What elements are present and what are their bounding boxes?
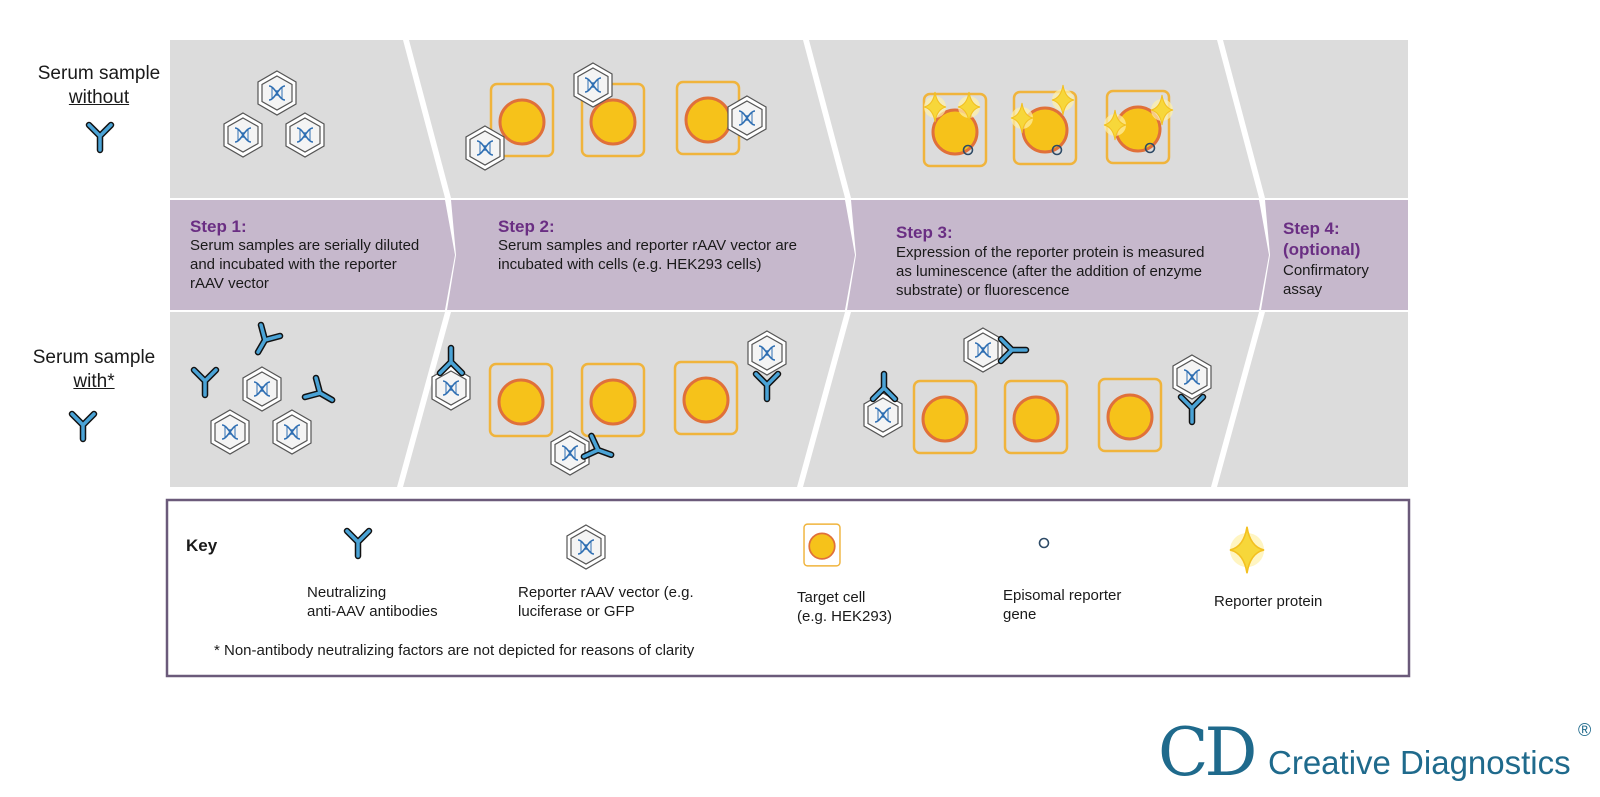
key-line: Target cell	[797, 589, 866, 606]
step4-title: Step 4: (optional)	[1283, 218, 1360, 260]
step1-title: Step 1:	[190, 217, 247, 236]
step3-text: Expression of the reporter protein is me…	[896, 243, 1256, 300]
key-line: Episomal reporter	[1003, 587, 1122, 604]
panel-step4-top	[1223, 40, 1408, 198]
key-line: anti-AAV antibodies	[307, 603, 438, 620]
step4-line: assay	[1283, 281, 1323, 298]
logo-name: Creative Diagnostics	[1268, 744, 1571, 781]
band-step1	[170, 200, 455, 310]
creative-diagnostics-logo: CD Creative Diagnostics ®	[1158, 714, 1598, 791]
row-label-with: Serum sample with*	[14, 346, 174, 394]
step3-line: substrate) or fluorescence	[896, 282, 1070, 299]
key-cell-label: Target cell (e.g. HEK293)	[797, 588, 892, 626]
key-antibody-label: Neutralizing anti-AAV antibodies	[307, 583, 438, 621]
band-step4	[1261, 200, 1408, 310]
antibody-icon	[89, 125, 111, 150]
row-label-line1: Serum sample	[32, 347, 156, 368]
key-vector-label: Reporter rAAV vector (e.g. luciferase or…	[518, 583, 694, 621]
step4-line: Confirmatory	[1283, 262, 1369, 279]
step2-line: Serum samples and reporter rAAV vector a…	[498, 237, 798, 254]
step4-title-line2: (optional)	[1283, 240, 1361, 259]
step1-line: Serum samples are serially diluted	[190, 237, 420, 254]
row-label-line2: without	[68, 87, 130, 108]
step1-text: Serum samples are serially diluted and i…	[190, 236, 450, 293]
row-label-line1: Serum sample	[37, 63, 161, 84]
panel-row-without	[170, 40, 1408, 198]
key-line: Reporter rAAV vector (e.g.	[518, 584, 694, 601]
key-line: Neutralizing	[307, 584, 387, 601]
key-box	[165, 498, 1411, 678]
step2-text: Serum samples and reporter rAAV vector a…	[498, 236, 838, 274]
panel-row-with	[170, 312, 1408, 487]
step4-title-line1: Step 4:	[1283, 219, 1340, 238]
panel-step4-bottom	[1217, 312, 1408, 487]
step-band	[170, 200, 1408, 310]
step4-text: Confirmatory assay	[1283, 261, 1403, 299]
logo-mark: CD	[1158, 714, 1257, 791]
step3-title: Step 3:	[896, 223, 953, 242]
key-episome-label: Episomal reporter gene	[1003, 586, 1121, 624]
key-title: Key	[186, 536, 218, 555]
step1-line: rAAV vector	[190, 275, 269, 292]
step2-line: incubated with cells (e.g. HEK293 cells)	[498, 256, 762, 273]
key-line: Reporter protein	[1214, 593, 1323, 610]
antibody-icon	[72, 414, 94, 439]
key-line: (e.g. HEK293)	[797, 608, 893, 625]
band-step2	[447, 200, 855, 310]
step3-line: Expression of the reporter protein is me…	[896, 244, 1205, 261]
row-label-line2: with*	[73, 371, 115, 392]
key-line: gene	[1003, 606, 1037, 623]
step2-title: Step 2:	[498, 217, 555, 236]
step1-line: and incubated with the reporter	[190, 256, 397, 273]
step3-line: as luminescence (after the addition of e…	[896, 263, 1202, 280]
registered-mark: ®	[1578, 720, 1592, 740]
key-line: luciferase or GFP	[518, 603, 635, 620]
row-label-without: Serum sample without	[19, 62, 179, 110]
key-footnote: * Non-antibody neutralizing factors are …	[214, 642, 695, 659]
band-step3	[847, 200, 1269, 310]
key-protein-label: Reporter protein	[1214, 592, 1322, 611]
